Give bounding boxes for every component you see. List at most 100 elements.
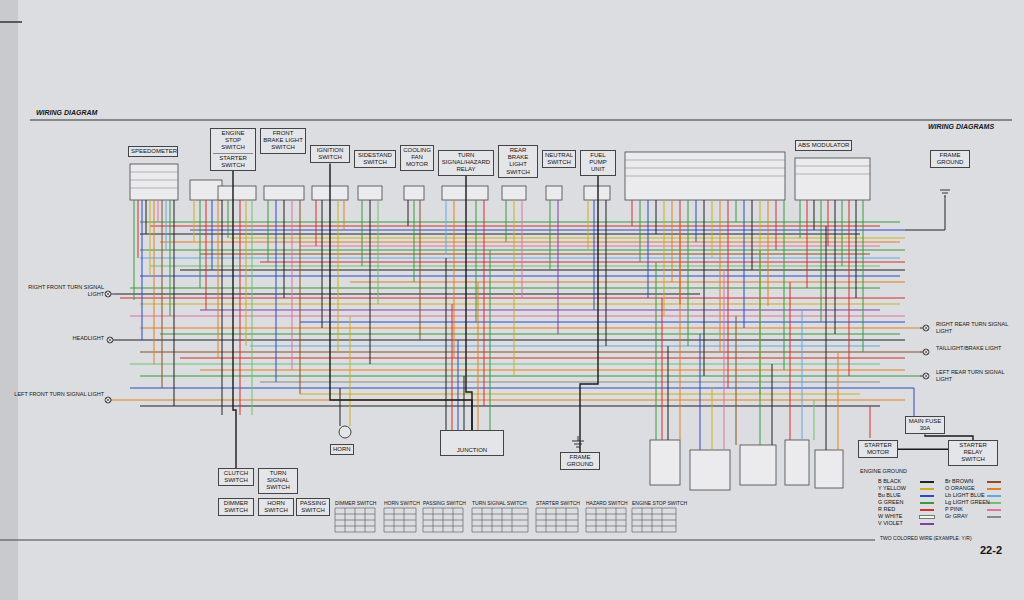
component-name: DIMMER SWITCH — [221, 500, 251, 514]
switch-box: ENGINE STOP SWITCHSTARTER SWITCH — [210, 128, 256, 171]
component-name: REAR BRAKE LIGHT SWITCH — [501, 147, 535, 176]
modulator-box: ABS MODULATOR — [795, 140, 852, 151]
ground-box: FRAME GROUND — [560, 452, 600, 470]
wire-connector — [330, 163, 472, 430]
legend-text: O ORANGE — [945, 486, 985, 492]
component-name: HORN — [333, 446, 351, 453]
gauge-box: SPEEDOMETER — [128, 146, 178, 157]
table-heading: TURN SIGNAL SWITCH — [472, 500, 527, 506]
legend-entry: Gr GRAY — [945, 514, 1001, 520]
legend-entry: Y YELLOW — [878, 486, 934, 492]
ground-box: FRAME GROUND — [930, 150, 970, 168]
table-heading: PASSING SWITCH — [423, 500, 466, 506]
wire-connector — [233, 171, 236, 468]
component-name: STARTER RELAY SWITCH — [951, 442, 995, 464]
legend-swatch — [987, 495, 1001, 497]
legend-swatch — [920, 509, 934, 511]
legend-entry: G GREEN — [878, 500, 934, 506]
component-name: FRAME GROUND — [563, 454, 597, 468]
lamp-label: LEFT FRONT TURN SIGNAL LIGHT — [14, 391, 104, 398]
component-name: TURN SIGNAL SWITCH — [261, 470, 295, 492]
component-name: STARTER SWITCH — [213, 153, 253, 169]
legend-text: G GREEN — [878, 500, 918, 506]
lamp-label: RIGHT REAR TURN SIGNAL LIGHT — [936, 321, 1016, 334]
legend-text: Lg LIGHT GREEN — [945, 500, 985, 506]
switch-box: SIDESTAND SWITCH — [354, 150, 396, 168]
relay-box: STARTER RELAY SWITCH — [948, 440, 998, 466]
component-name: COOLING FAN MOTOR — [403, 147, 431, 169]
wire-connector — [898, 448, 948, 449]
legend-swatch — [920, 495, 934, 497]
component-name: JUNCTION — [443, 447, 501, 454]
component-name: FUEL PUMP UNIT — [583, 152, 613, 174]
lamp-label: TAILLIGHT/BRAKE LIGHT — [936, 345, 1016, 352]
switch-box: HORN SWITCH — [258, 498, 294, 516]
table-heading: HORN SWITCH — [384, 500, 420, 506]
component-name: MAIN FUSE 30A — [908, 418, 942, 432]
component-name: ABS MODULATOR — [798, 142, 849, 149]
component-name: HORN SWITCH — [261, 500, 291, 514]
component-name: FRAME GROUND — [933, 152, 967, 166]
legend-entry: R RED — [878, 507, 934, 513]
legend-text: P PINK — [945, 507, 985, 513]
legend-text: Lb LIGHT BLUE — [945, 493, 985, 499]
legend-entry: W WHITE — [878, 514, 934, 520]
wire-connector — [466, 176, 472, 430]
legend-entry: Lb LIGHT BLUE — [945, 493, 1001, 499]
legend-text: Br BROWN — [945, 479, 985, 485]
legend-text: Gr GRAY — [945, 514, 985, 520]
wire-connector — [580, 176, 598, 452]
ground-label: ENGINE GROUND — [860, 468, 907, 475]
component-name: FRONT BRAKE LIGHT SWITCH — [263, 130, 303, 152]
fuse-box: MAIN FUSE 30A — [905, 416, 945, 434]
component-name: NEUTRAL SWITCH — [545, 152, 573, 166]
switch-box: REAR BRAKE LIGHT SWITCH — [498, 145, 538, 178]
component-name: SIDESTAND SWITCH — [357, 152, 393, 166]
section-header: WIRING DIAGRAMS — [928, 123, 994, 131]
page-number: 22-2 — [980, 544, 1002, 557]
legend-entry: V VIOLET — [878, 521, 934, 527]
lamp-label: RIGHT FRONT TURN SIGNAL LIGHT — [14, 284, 104, 297]
legend-text: Bu BLUE — [878, 493, 918, 499]
legend-swatch — [987, 481, 1001, 483]
legend-swatch — [987, 502, 1001, 504]
component-name: TURN SIGNAL/HAZARD RELAY — [441, 152, 491, 174]
switch-box: NEUTRAL SWITCH — [542, 150, 576, 168]
legend-swatch — [920, 523, 934, 525]
legend-text: R RED — [878, 507, 918, 513]
component-name: ENGINE STOP SWITCH — [213, 130, 253, 152]
motor-box: COOLING FAN MOTOR — [400, 145, 434, 171]
table-heading: ENGINE STOP SWITCH — [632, 500, 687, 506]
diagram-title: WIRING DIAGRAM — [36, 109, 97, 117]
switch-box: CLUTCH SWITCH — [218, 468, 254, 486]
legend-swatch — [920, 481, 934, 483]
component-name: SPEEDOMETER — [131, 148, 175, 155]
component-name: STARTER MOTOR — [861, 442, 895, 456]
horn-box: HORN — [330, 444, 354, 455]
switch-box: TURN SIGNAL SWITCH — [258, 468, 298, 494]
legend-swatch — [920, 502, 934, 504]
lamp-label: LEFT REAR TURN SIGNAL LIGHT — [936, 369, 1016, 382]
component-name: CLUTCH SWITCH — [221, 470, 251, 484]
motor-box: STARTER MOTOR — [858, 440, 898, 458]
table-heading: DIMMER SWITCH — [335, 500, 376, 506]
component-name: PASSING SWITCH — [299, 500, 327, 514]
legend-entry: Lg LIGHT GREEN — [945, 500, 1001, 506]
pump-box: FUEL PUMP UNIT — [580, 150, 616, 176]
switch-box: PASSING SWITCH — [296, 498, 330, 516]
switch-box: FRONT BRAKE LIGHT SWITCH — [260, 128, 306, 154]
legend-swatch — [920, 516, 934, 518]
legend-swatch — [987, 509, 1001, 511]
legend-entry: P PINK — [945, 507, 1001, 513]
legend-entry: B BLACK — [878, 479, 934, 485]
legend-entry: Bu BLUE — [878, 493, 934, 499]
table-heading: HAZARD SWITCH — [586, 500, 628, 506]
component-name: IGNITION SWITCH — [313, 147, 347, 161]
legend-entry: O ORANGE — [945, 486, 1001, 492]
legend-swatch — [987, 516, 1001, 518]
legend-note: TWO COLORED WIRE (EXAMPLE: Y/R) — [880, 535, 972, 541]
legend-swatch — [920, 488, 934, 490]
